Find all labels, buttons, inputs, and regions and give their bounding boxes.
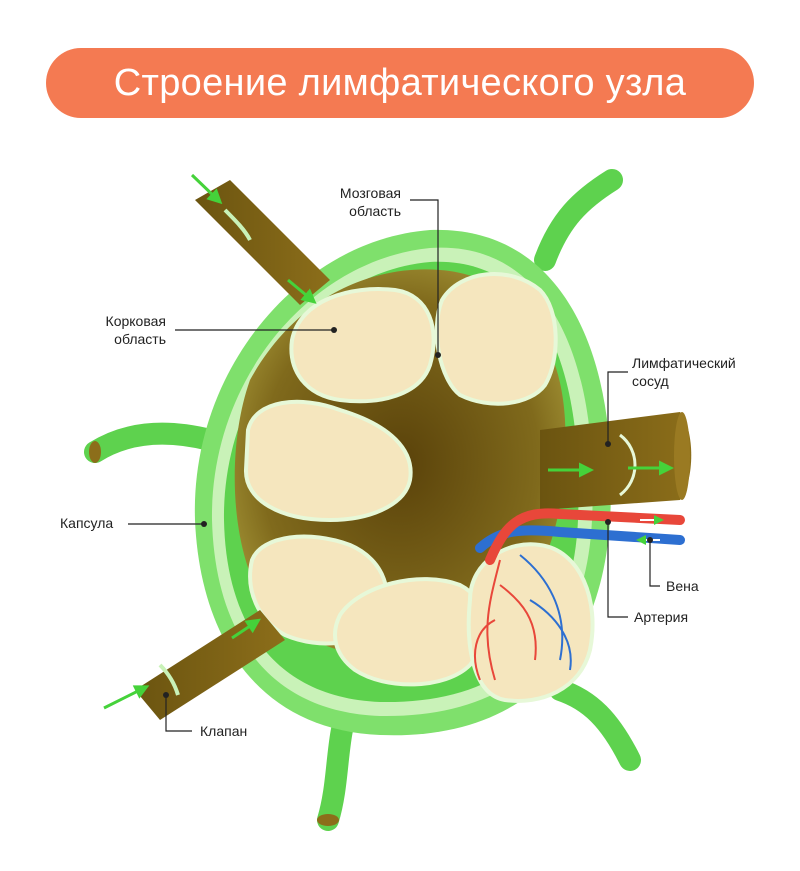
label-medulla-line2: область bbox=[349, 203, 401, 219]
afferent-lymphatic-vessel-top bbox=[195, 180, 330, 305]
follicle-top-right bbox=[434, 272, 558, 406]
capillaries-red bbox=[474, 559, 537, 681]
label-cortex-line1: Корковая bbox=[106, 313, 166, 329]
label-lymphatic-vessel-line2: сосуд bbox=[632, 373, 669, 389]
efferent-lymphatic-vessel bbox=[540, 412, 692, 510]
afferent-lymphatic-vessel-bottom bbox=[135, 610, 285, 720]
label-cortex-line2: область bbox=[114, 331, 166, 347]
follicle-bottom bbox=[333, 577, 486, 687]
label-medulla-line1: Мозговая bbox=[340, 185, 401, 201]
artery-vessel bbox=[485, 508, 685, 565]
tendril-ends bbox=[89, 441, 339, 826]
label-medulla: Мозговая область bbox=[340, 185, 441, 358]
label-artery-text: Артерия bbox=[634, 609, 688, 625]
label-capsule-text: Капсула bbox=[60, 515, 113, 531]
blood-vessels bbox=[475, 508, 685, 565]
label-vein-text: Вена bbox=[666, 578, 699, 594]
label-lymphatic-vessel: Лимфатический сосуд bbox=[605, 355, 736, 447]
label-valve-text: Клапан bbox=[200, 723, 247, 739]
title-banner: Строение лимфатического узла bbox=[46, 48, 754, 118]
label-artery: Артерия bbox=[605, 519, 688, 625]
label-capsule: Капсула bbox=[60, 515, 207, 531]
page-title: Строение лимфатического узла bbox=[113, 61, 687, 104]
label-valve: Клапан bbox=[163, 692, 247, 739]
vein-vessel bbox=[475, 525, 685, 553]
label-cortex: Корковая область bbox=[106, 313, 337, 347]
follicle-cortex-top bbox=[289, 287, 436, 404]
hilum-region bbox=[466, 542, 595, 703]
follicle-left bbox=[243, 399, 413, 523]
capillaries-blue bbox=[519, 554, 572, 671]
lymph-flow-arrows bbox=[103, 173, 674, 710]
label-lymphatic-vessel-line1: Лимфатический bbox=[632, 355, 736, 371]
label-vein: Вена bbox=[647, 537, 699, 594]
lymphoid-follicles bbox=[243, 272, 558, 687]
